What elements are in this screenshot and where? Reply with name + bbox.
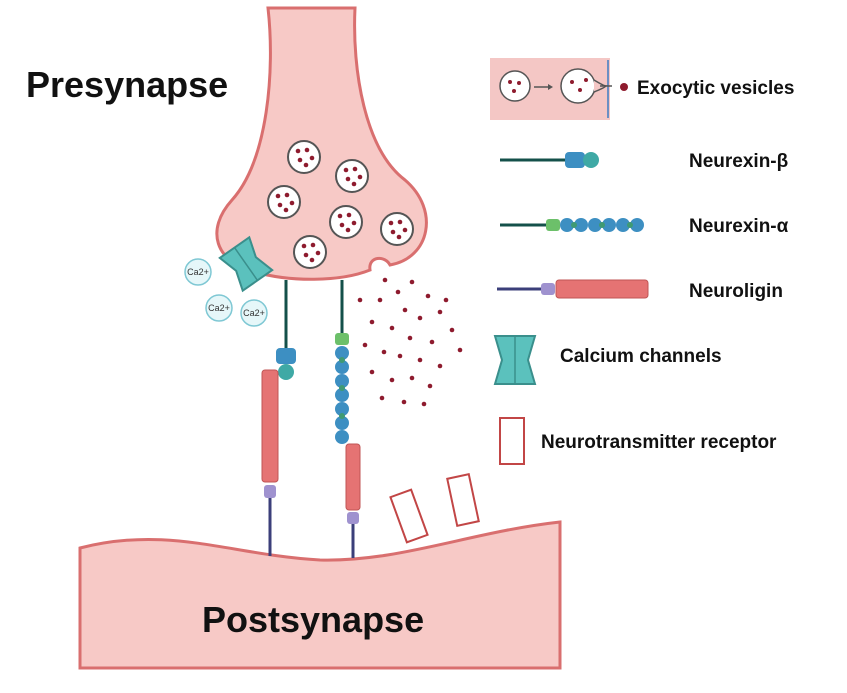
legend-exocytic-vesicles: Exocytic vesicles: [490, 58, 794, 120]
ca-ion-label: Ca2+: [208, 303, 230, 313]
legend-neuroligin-label: Neuroligin: [689, 281, 783, 302]
neurotransmitter-cloud: [357, 277, 463, 407]
vesicle: [380, 212, 414, 246]
ca-ion-label: Ca2+: [243, 308, 265, 318]
neurotransmitter-receptor: [446, 473, 480, 527]
vesicle: [293, 235, 327, 269]
neurexin-beta-neuroligin-complex: [261, 280, 296, 556]
legend-neurexin-alpha: Neurexin-α: [500, 216, 789, 237]
calcium-ion: Ca2+: [240, 299, 268, 327]
vesicle: [287, 140, 321, 174]
calcium-channel: [218, 235, 274, 293]
legend-calcium-channels-label: Calcium channels: [560, 346, 722, 367]
ca-ion-label: Ca2+: [187, 267, 209, 277]
vesicle: [329, 205, 363, 239]
presynapse-terminal: [215, 6, 428, 281]
legend-neurotransmitter-receptor: Neurotransmitter receptor: [499, 417, 777, 465]
legend-calcium-channels: Calcium channels: [493, 335, 722, 385]
neurotransmitter-receptor: [389, 488, 429, 544]
calcium-ion: Ca2+: [205, 294, 233, 322]
vesicle: [335, 159, 369, 193]
vesicle-group: [267, 140, 414, 269]
legend: Exocytic vesicles Neurexin-β Neurexin-α: [490, 58, 794, 465]
neurexin-alpha-neuroligin-complex: [335, 280, 361, 558]
legend-neuroligin: Neuroligin: [497, 279, 783, 302]
legend-neurexin-beta-label: Neurexin-β: [689, 151, 788, 172]
legend-neurexin-alpha-label: Neurexin-α: [689, 216, 789, 237]
vesicle: [267, 185, 301, 219]
legend-exocytic-vesicles-label: Exocytic vesicles: [637, 78, 794, 99]
presynapse-label: Presynapse: [26, 64, 228, 105]
postsynapse-label: Postsynapse: [202, 599, 424, 640]
legend-neurexin-beta: Neurexin-β: [500, 151, 788, 172]
calcium-ion: Ca2+: [184, 258, 212, 286]
postsynapse-membrane: [78, 520, 562, 670]
legend-neurotransmitter-receptor-label: Neurotransmitter receptor: [541, 432, 777, 453]
